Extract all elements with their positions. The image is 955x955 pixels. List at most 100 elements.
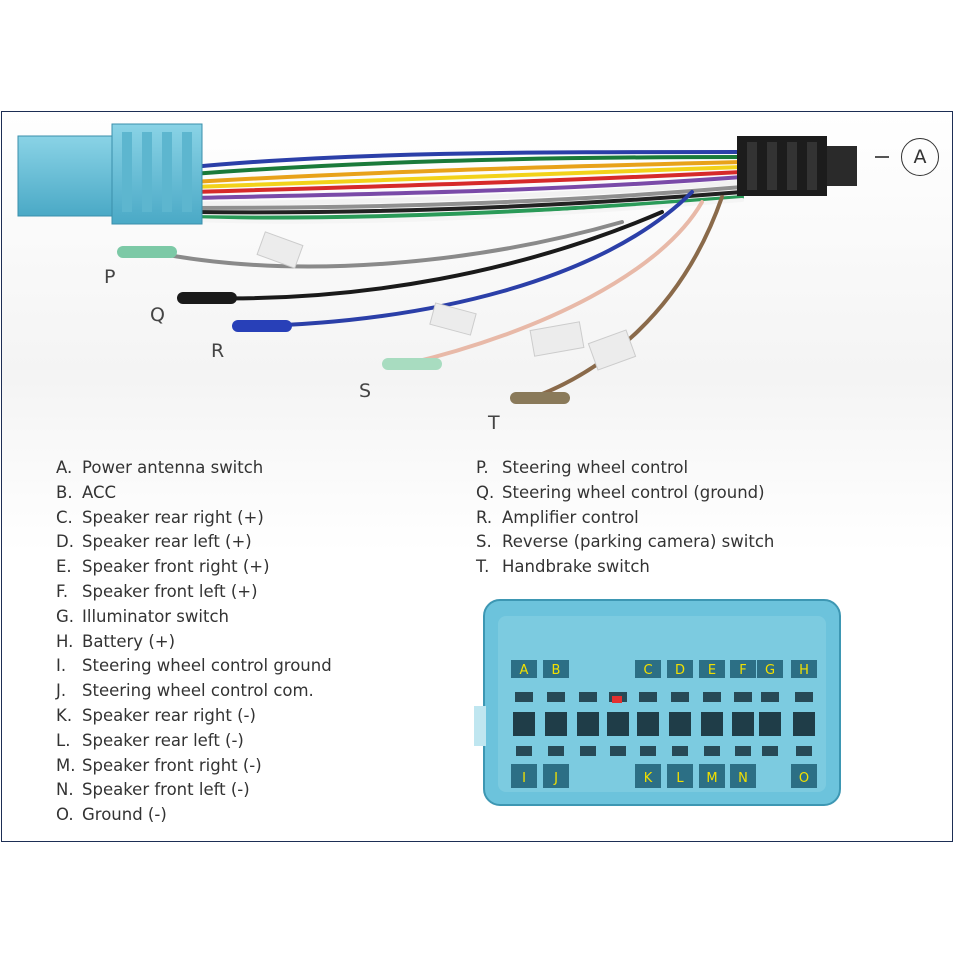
legend-text: Steering wheel control com. bbox=[82, 681, 314, 701]
legend-key: E. bbox=[56, 557, 72, 577]
wire-label-s: S bbox=[359, 380, 372, 402]
legend-text: Speaker rear right (+) bbox=[82, 507, 264, 527]
pin-cell bbox=[543, 764, 569, 788]
pin-slot bbox=[761, 692, 779, 702]
pin-slot bbox=[796, 746, 812, 756]
pin-slot bbox=[637, 712, 659, 736]
legend-text: Illuminator switch bbox=[82, 606, 229, 626]
pin-cell bbox=[511, 660, 537, 678]
pin-slot bbox=[795, 692, 813, 702]
pin-label: J bbox=[553, 771, 558, 786]
legend-text: Amplifier control bbox=[502, 507, 639, 527]
wire-label-p: P bbox=[104, 266, 116, 288]
pin-slot bbox=[515, 692, 533, 702]
wire-label-q: Q bbox=[150, 304, 165, 326]
legend-left-item: M.Speaker front right (-) bbox=[56, 754, 332, 779]
legend-text: Speaker rear right (-) bbox=[82, 705, 256, 725]
legend-left-item: L. Speaker rear left (-) bbox=[56, 729, 332, 754]
pin-cell bbox=[730, 660, 756, 678]
legend-text: Reverse (parking camera) switch bbox=[502, 532, 775, 552]
pin-slot bbox=[703, 692, 721, 702]
legend-right-item: R. Amplifier control bbox=[476, 506, 774, 531]
wire-bundle bbox=[189, 150, 745, 224]
legend-key: R. bbox=[476, 507, 493, 527]
legend-text: Speaker front right (+) bbox=[82, 557, 270, 577]
pin-label: A bbox=[520, 663, 529, 678]
pin-slot bbox=[669, 712, 691, 736]
legend-key: S. bbox=[476, 532, 492, 552]
pin-cell bbox=[791, 764, 817, 788]
legend-left-item: G. Illuminator switch bbox=[56, 605, 332, 630]
legend-left-item: J. Steering wheel control com. bbox=[56, 679, 332, 704]
legend-key: F. bbox=[56, 581, 69, 601]
legend-text: Ground (-) bbox=[82, 805, 167, 825]
legend-key: G. bbox=[56, 606, 75, 626]
socket-side-tab bbox=[474, 706, 486, 746]
legend-text: Handbrake switch bbox=[502, 557, 650, 577]
legend-left-item: A. Power antenna switch bbox=[56, 456, 332, 481]
legend-key: H. bbox=[56, 631, 74, 651]
pin-slot bbox=[640, 746, 656, 756]
right-black-connector bbox=[737, 136, 857, 196]
legend-right-item: P.Steering wheel control bbox=[476, 456, 774, 481]
pin-slot bbox=[735, 746, 751, 756]
legend-left-item: D.Speaker rear left (+) bbox=[56, 530, 332, 555]
pin-label: K bbox=[644, 771, 653, 786]
legend-key: B. bbox=[56, 482, 73, 502]
legend-text: Speaker front left (-) bbox=[82, 780, 250, 800]
pin-slot bbox=[759, 712, 781, 736]
pin-cell bbox=[730, 764, 756, 788]
legend-key: J. bbox=[56, 681, 67, 701]
legend-key: N. bbox=[56, 780, 74, 800]
pin-label: B bbox=[552, 663, 561, 678]
pin-label: C bbox=[643, 663, 652, 678]
legend-left-item: B. ACC bbox=[56, 481, 332, 506]
pin-slot bbox=[545, 712, 567, 736]
pin-slot bbox=[671, 692, 689, 702]
legend-left-item: E. Speaker front right (+) bbox=[56, 555, 332, 580]
pin-label: N bbox=[738, 771, 748, 786]
pin-slot bbox=[580, 746, 596, 756]
pin-label: F bbox=[739, 663, 746, 678]
pin-label: O bbox=[799, 771, 809, 786]
legend-left-item: O. Ground (-) bbox=[56, 803, 332, 828]
wire-tags bbox=[256, 231, 637, 371]
callout-a-marker: A bbox=[901, 138, 939, 176]
legend-text: Power antenna switch bbox=[82, 458, 264, 477]
legend-right-item: S. Reverse (parking camera) switch bbox=[476, 530, 774, 555]
legend-key: A. bbox=[56, 458, 73, 477]
pin-cell bbox=[699, 660, 725, 678]
legend-key: K. bbox=[56, 705, 73, 725]
pin-marker-red bbox=[612, 696, 622, 703]
harness-photo bbox=[2, 112, 952, 552]
legend-text: Steering wheel control bbox=[502, 458, 689, 477]
legend-text: Steering wheel control ground bbox=[82, 656, 332, 676]
legend-text: ACC bbox=[82, 482, 117, 502]
pin-label: D bbox=[675, 663, 685, 678]
legend-key: L. bbox=[56, 730, 71, 750]
pin-slot bbox=[701, 712, 723, 736]
legend-text: Steering wheel control (ground) bbox=[502, 482, 765, 502]
legend-key: O. bbox=[56, 805, 74, 825]
pin-slot bbox=[704, 746, 720, 756]
pin-label: L bbox=[676, 771, 684, 786]
pin-cell bbox=[791, 660, 817, 678]
pin-cell bbox=[511, 764, 537, 788]
legend-text: Speaker rear left (-) bbox=[82, 730, 244, 750]
pin-slot bbox=[548, 746, 564, 756]
pin-label: G bbox=[765, 663, 775, 678]
pin-slot bbox=[732, 712, 754, 736]
legend-left-item: H.Battery (+) bbox=[56, 630, 332, 655]
pin-cell bbox=[543, 660, 569, 678]
legend-right-item: Q.Steering wheel control (ground) bbox=[476, 481, 774, 506]
pin-slot bbox=[639, 692, 657, 702]
wire-label-t: T bbox=[488, 412, 500, 434]
pin-slot bbox=[577, 712, 599, 736]
pin-slot bbox=[547, 692, 565, 702]
pin-slot bbox=[610, 746, 626, 756]
legend-left-item: C.Speaker rear right (+) bbox=[56, 506, 332, 531]
legend-text: Speaker front left (+) bbox=[82, 581, 258, 601]
